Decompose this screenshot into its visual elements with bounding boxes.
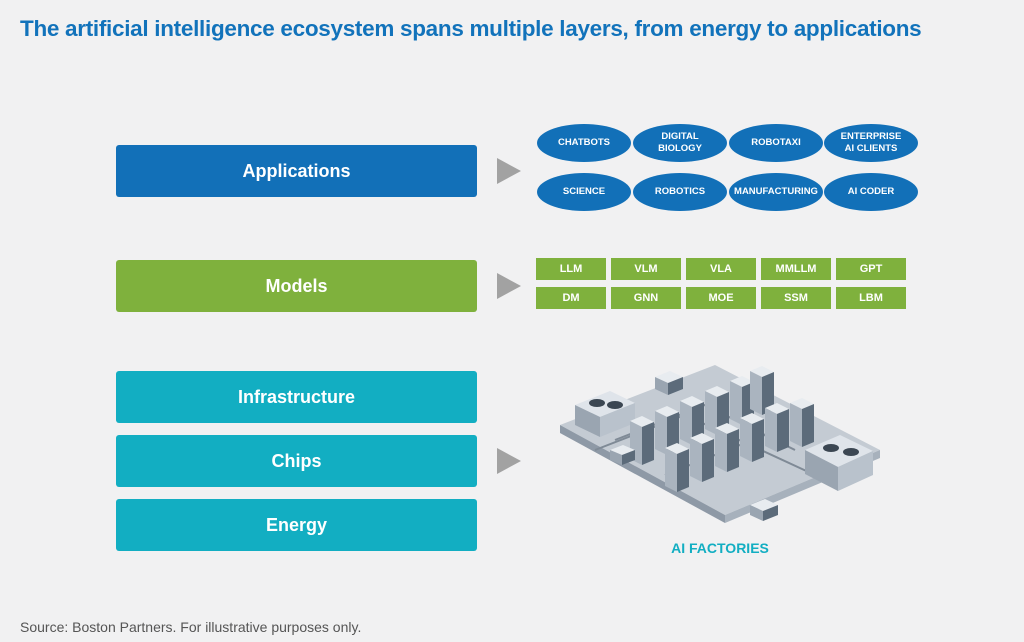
applications-arrow-icon [497, 158, 521, 184]
model-tag: GNN [611, 287, 681, 309]
page-title: The artificial intelligence ecosystem sp… [20, 16, 922, 41]
source-note: Source: Boston Partners. For illustrativ… [20, 619, 362, 635]
model-tag: MOE [686, 287, 756, 309]
models-arrow-icon [497, 273, 521, 299]
model-tag: GPT [836, 258, 906, 280]
app-oval: DIGITAL BIOLOGY [633, 124, 727, 162]
ai-factory-illustration-icon [560, 365, 880, 523]
infrastructure-arrow-icon [497, 448, 521, 474]
app-oval: MANUFACTURING [729, 173, 823, 211]
app-oval: SCIENCE [537, 173, 631, 211]
model-tag: MMLLM [761, 258, 831, 280]
model-tag: LLM [536, 258, 606, 280]
model-tag: DM [536, 287, 606, 309]
app-oval: ENTERPRISE AI CLIENTS [824, 124, 918, 162]
layer-infrastructure: Infrastructure [116, 371, 477, 423]
layer-chips: Chips [116, 435, 477, 487]
app-oval: ROBOTICS [633, 173, 727, 211]
layer-applications: Applications [116, 145, 477, 197]
model-tag: LBM [836, 287, 906, 309]
layer-energy: Energy [116, 499, 477, 551]
app-oval: ROBOTAXI [729, 124, 823, 162]
app-oval: AI CODER [824, 173, 918, 211]
ai-factories-label: AI FACTORIES [671, 540, 769, 556]
model-tag: VLA [686, 258, 756, 280]
layer-models: Models [116, 260, 477, 312]
model-tag: VLM [611, 258, 681, 280]
model-tag: SSM [761, 287, 831, 309]
app-oval: CHATBOTS [537, 124, 631, 162]
